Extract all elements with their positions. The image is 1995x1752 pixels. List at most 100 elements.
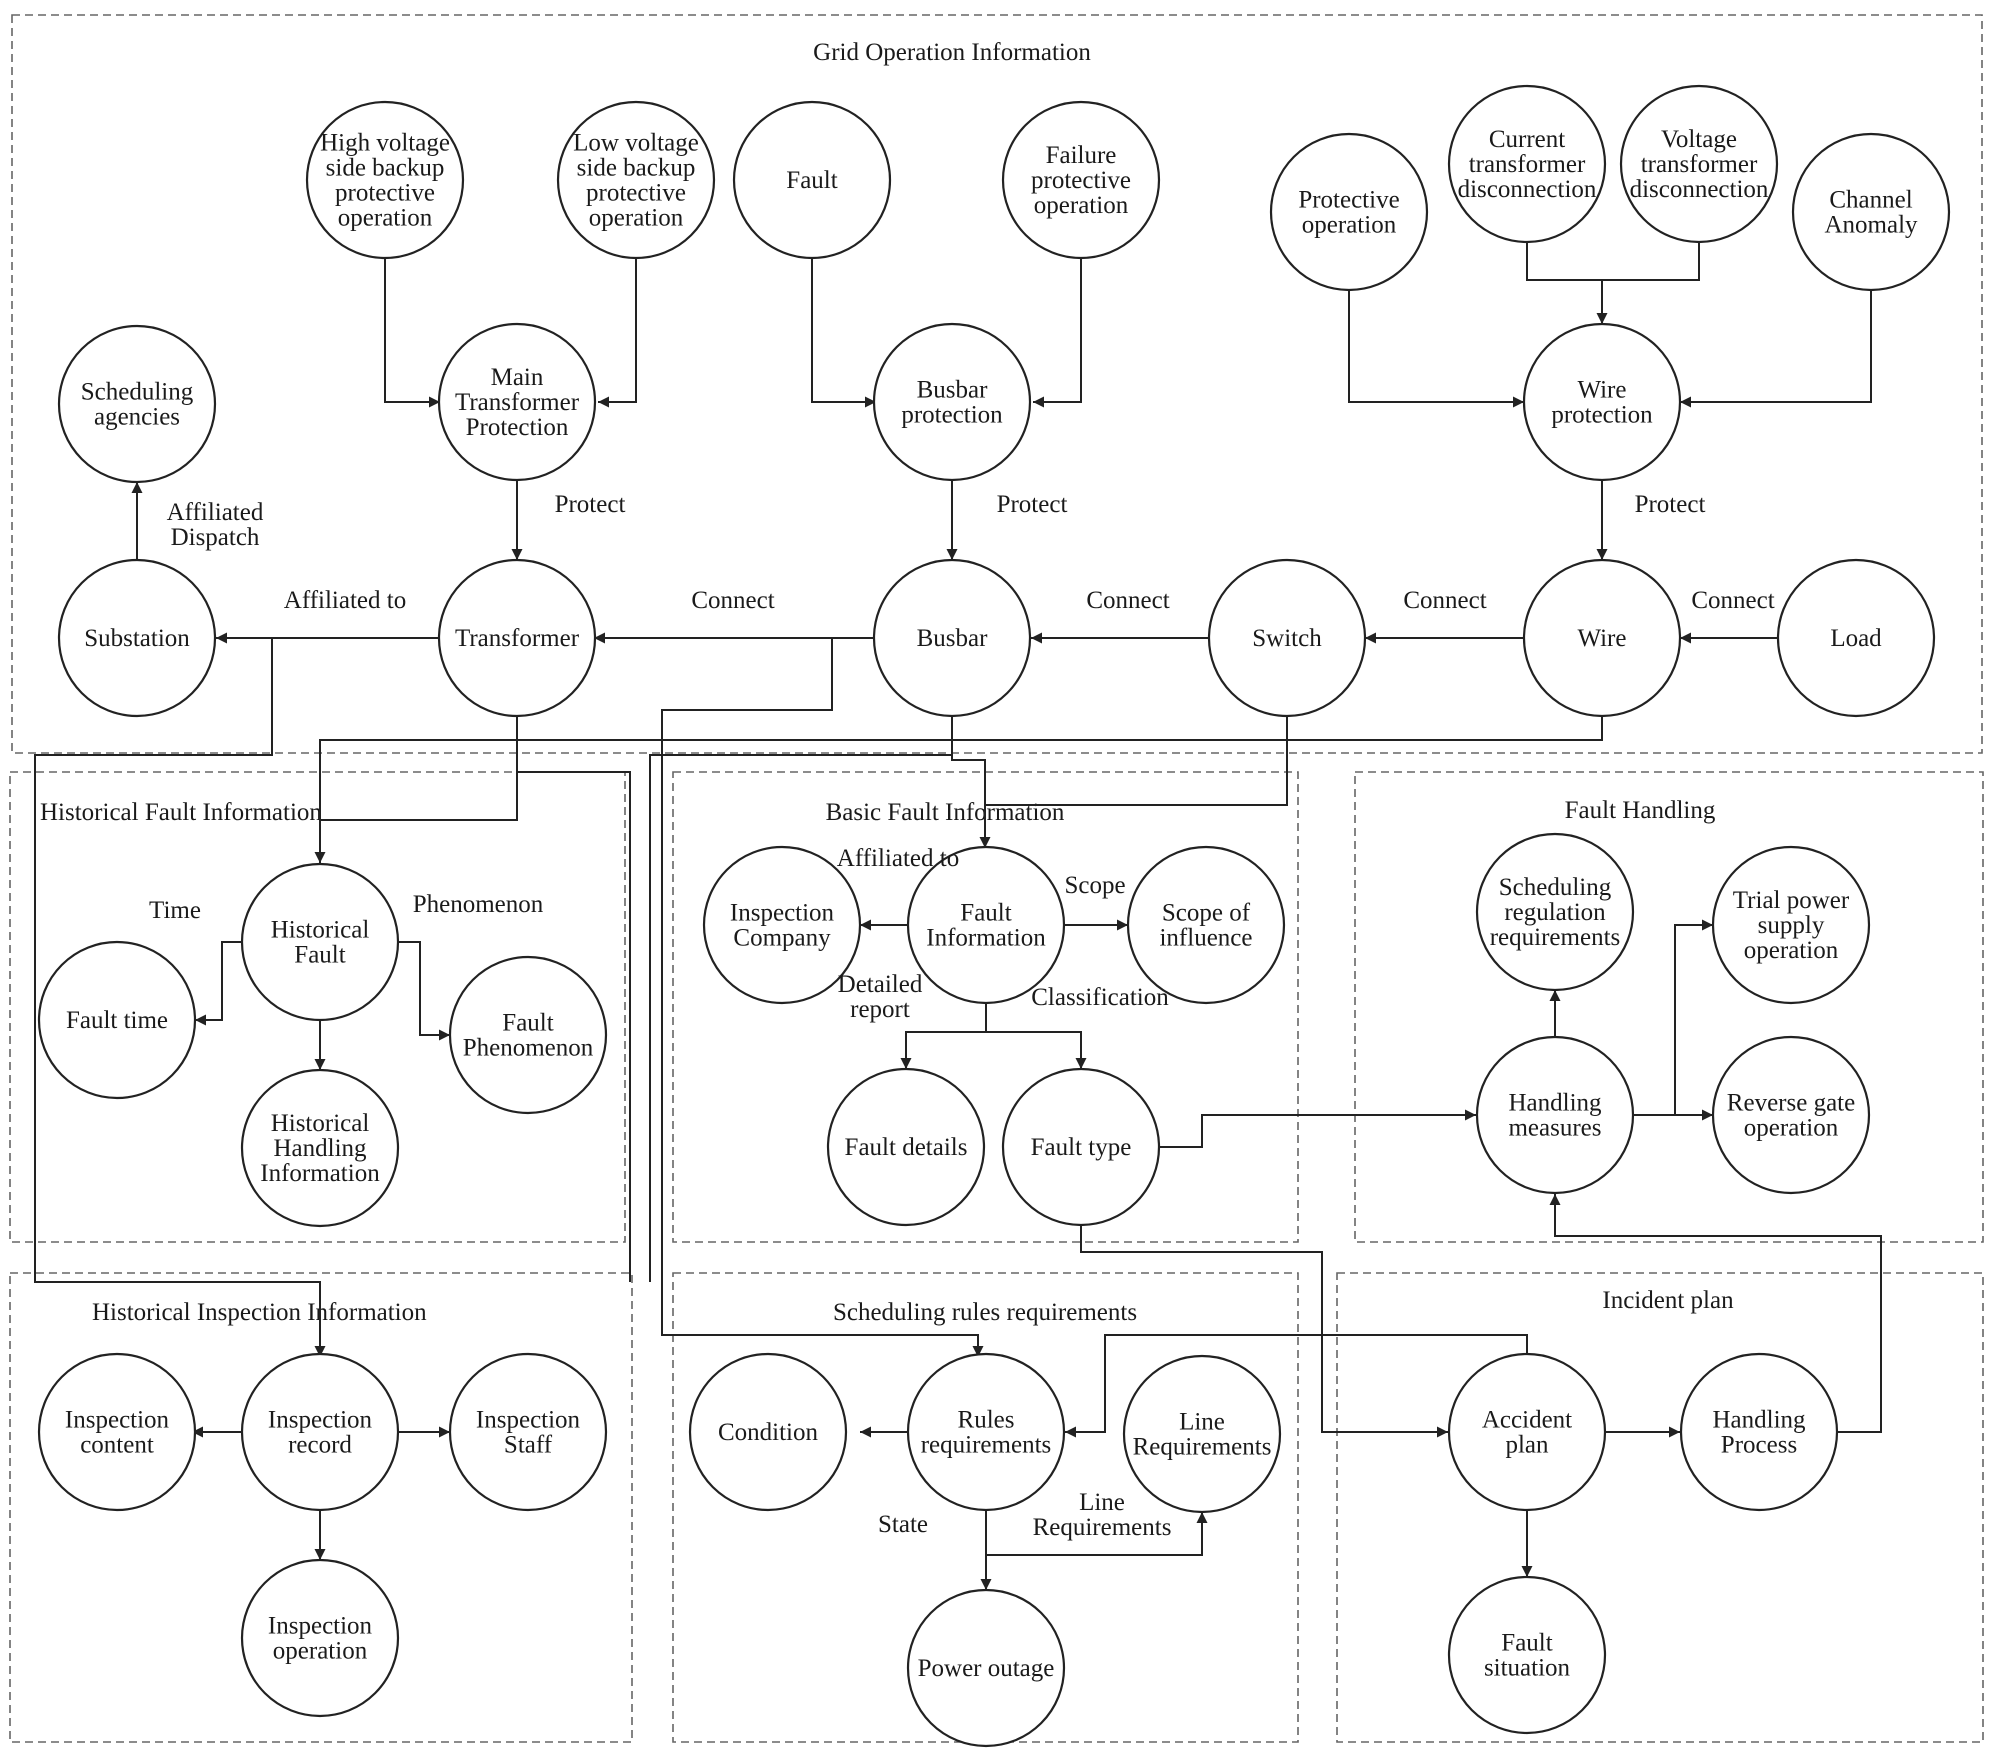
region-grid-box	[11, 14, 1983, 754]
node-scheduling-regulation-circle	[1475, 832, 1635, 992]
node-wire: Wire	[1522, 558, 1682, 718]
node-load: Load	[1776, 558, 1936, 718]
node-accident-plan-circle	[1447, 1352, 1607, 1512]
node-lv-backup-label: operation	[589, 205, 684, 232]
edge-connector-g	[985, 716, 1288, 806]
node-inspection-record-label: Inspection	[268, 1407, 373, 1434]
node-scope-of-influence-circle	[1126, 845, 1286, 1005]
node-protective-operation-circle	[1269, 132, 1429, 292]
node-scheduling-agencies-label: Scheduling	[81, 379, 194, 406]
edge-label-affiliated-to-mid: Affiliated to	[837, 845, 959, 872]
node-lv-backup-label: Low voltage	[573, 130, 699, 157]
node-fault-situation-label: situation	[1484, 1655, 1571, 1682]
edge-label-line-requirements-label: Requirements	[1033, 1514, 1172, 1541]
node-busbar-circle	[872, 558, 1032, 718]
node-switch-circle	[1207, 558, 1367, 718]
region-hist-inspection-title: Historical Inspection Information	[92, 1299, 427, 1326]
edge-label-connect-1: Connect	[691, 587, 774, 614]
node-power-outage-label: Power outage	[918, 1655, 1055, 1682]
node-line-requirements-label: Requirements	[1133, 1434, 1272, 1461]
edge-fault-type-to-accident-plan	[1080, 1225, 1448, 1438]
node-line-requirements-circle	[1122, 1354, 1282, 1514]
node-historical-handling-circle	[240, 1068, 400, 1228]
node-trial-power-label: operation	[1744, 937, 1839, 964]
node-scheduling-regulation-label: Scheduling	[1499, 874, 1612, 901]
edge-label-affiliated-to-top: Affiliated to	[284, 587, 406, 614]
node-accident-plan-label: Accident	[1482, 1407, 1572, 1434]
node-line-requirements-label: Line	[1179, 1409, 1225, 1436]
node-handling-process-label: Process	[1721, 1432, 1797, 1459]
node-fault-phenomenon-circle	[448, 955, 608, 1115]
node-fault-type-circle	[1001, 1067, 1161, 1227]
edge-historical-fault-to-phenomenon	[398, 941, 450, 1041]
node-switch-label: Switch	[1252, 625, 1322, 652]
node-trial-power-circle	[1711, 845, 1871, 1005]
node-inspection-staff-circle	[448, 1352, 608, 1512]
node-condition-label: Condition	[718, 1419, 819, 1446]
node-wire-protection-label: Wire	[1578, 377, 1627, 404]
node-fault-details-circle	[826, 1067, 986, 1227]
node-fault-time: Fault time	[37, 940, 197, 1100]
region-incident-title: Incident plan	[1602, 1287, 1734, 1314]
node-wire-protection-circle	[1522, 322, 1682, 482]
edge-protective-operation-to-wire-protection	[1348, 290, 1524, 408]
edge-failure-protective-to-busbar-protection	[1033, 258, 1082, 408]
node-fault: Fault	[732, 100, 892, 260]
region-hist-fault-box	[9, 771, 626, 1243]
node-reverse-gate-circle	[1711, 1035, 1871, 1195]
node-inspection-content-label: content	[80, 1432, 154, 1459]
node-accident-plan-label: plan	[1505, 1432, 1549, 1459]
edge-fault-info-to-fault-details	[900, 1003, 987, 1069]
edge-connector-b	[314, 716, 518, 863]
node-inspection-staff-label: Inspection	[476, 1407, 581, 1434]
node-scope-of-influence-label: Scope of	[1162, 900, 1251, 927]
node-handling-measures-circle	[1475, 1035, 1635, 1195]
node-ct-disconnection-label: Current	[1489, 126, 1565, 153]
node-lv-backup-circle	[556, 100, 716, 260]
node-rules-requirements-label: Rules	[958, 1407, 1015, 1434]
edge-channel-anomaly-to-wire-protection	[1680, 290, 1872, 408]
node-ct-disconnection-label: disconnection	[1458, 176, 1597, 203]
node-fault-phenomenon-label: Phenomenon	[463, 1035, 594, 1062]
node-busbar-protection-circle	[872, 322, 1032, 482]
node-lv-backup-label: side backup	[577, 155, 696, 182]
node-handling-process-label: Handling	[1712, 1407, 1806, 1434]
node-busbar-protection-label: Busbar	[917, 377, 989, 404]
edges-group	[34, 242, 1882, 1590]
node-ct-disconnection-circle	[1447, 84, 1607, 244]
node-scope-of-influence-label: influence	[1159, 925, 1252, 952]
node-failure-protective-label: operation	[1034, 192, 1129, 219]
node-main-transformer-protection-label: Transformer	[455, 389, 580, 416]
node-handling-process-circle	[1679, 1352, 1839, 1512]
edge-connector-c	[34, 638, 326, 1357]
node-scheduling-regulation-label: regulation	[1504, 899, 1606, 926]
node-hv-backup-label: protective	[335, 180, 435, 207]
region-grid-title: Grid Operation Information	[813, 39, 1091, 66]
edge-historical-fault-to-fault-time	[195, 941, 242, 1026]
edge-label-connect-2: Connect	[1086, 587, 1169, 614]
edge-label-protect-3: Protect	[1635, 491, 1706, 518]
node-inspection-company-label: Company	[733, 925, 831, 952]
node-fault-circle	[732, 100, 892, 260]
node-inspection-staff-label: Staff	[504, 1432, 553, 1459]
edge-label-affiliated-dispatch: Affiliated	[167, 499, 264, 526]
node-busbar: Busbar	[872, 558, 1032, 718]
